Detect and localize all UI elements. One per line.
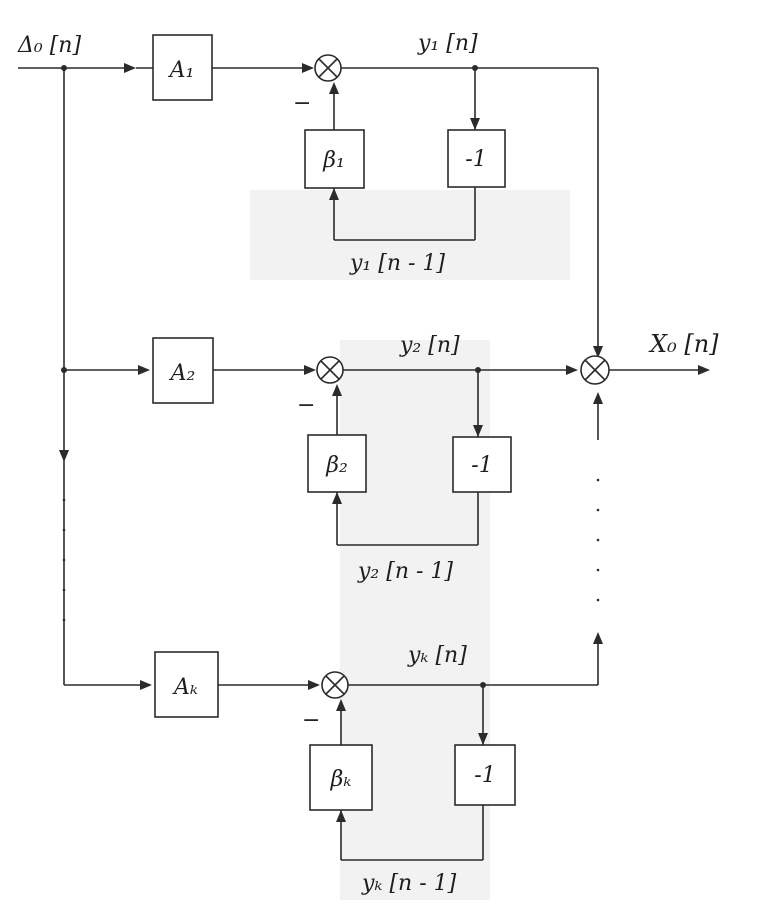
output-ellipsis: [596, 478, 600, 602]
signal-output: X₀ [n]: [648, 330, 719, 358]
shade-region-2: [340, 340, 490, 900]
y2-output-arrow: [566, 365, 578, 375]
signal-y2: y₂ [n]: [399, 333, 460, 358]
bus-arrow: [59, 450, 69, 462]
delay-block-1-label: -1: [465, 147, 486, 172]
block-b1-label: β₁: [322, 148, 345, 173]
minus-sign-k: −: [302, 708, 320, 733]
signal-input: Δ₀ [n]: [17, 33, 81, 58]
a2-in-arrow: [138, 365, 150, 375]
block-ak-label: Aₖ: [172, 675, 198, 700]
block-b2-label: β₂: [325, 453, 348, 478]
output-summer: [580, 355, 610, 385]
a1-arrow: [302, 63, 314, 73]
feedback1-arrow: [329, 188, 339, 200]
delay-block-1: [447, 129, 506, 188]
block-a2: [152, 337, 214, 404]
ak-in-arrow: [140, 680, 152, 690]
output-up-arrow: [593, 392, 603, 404]
feedbackk-arrow: [336, 810, 346, 822]
b2-arrow: [332, 384, 342, 396]
summer-k: [321, 671, 349, 699]
block-b2: [307, 434, 367, 493]
a2-arrow: [304, 365, 316, 375]
block-b1: [304, 129, 365, 189]
bus-ellipsis: [62, 498, 66, 622]
delay-block-k-label: -1: [474, 763, 495, 788]
block-a2-label: A₂: [169, 361, 196, 386]
block-bk: [309, 744, 373, 811]
signal-y1: y₁ [n]: [417, 31, 478, 56]
block-a1-label: A₁: [168, 58, 195, 83]
signal-y2-prev: y₂ [n - 1]: [357, 559, 453, 584]
block-a1: [152, 34, 213, 101]
block-bk-label: βₖ: [330, 767, 352, 792]
delay-block-2-label: -1: [471, 453, 492, 478]
signal-yk: yₖ [n]: [407, 643, 467, 668]
ak-arrow: [308, 680, 320, 690]
b1-arrow: [329, 82, 339, 94]
minus-sign-2: −: [297, 393, 315, 418]
shade-region-1: [250, 190, 570, 280]
minus-sign-1: −: [293, 91, 311, 116]
signal-yk-prev: yₖ [n - 1]: [361, 871, 457, 896]
y1-output-arrow: [593, 346, 603, 358]
feedback2-arrow: [332, 492, 342, 504]
delay-block-k: [454, 744, 516, 806]
signal-y1-prev: y₁ [n - 1]: [349, 251, 445, 276]
summer-1: [314, 54, 342, 82]
block-ak: [154, 651, 219, 718]
y1-down-arrow: [470, 118, 480, 130]
y2-down-arrow: [473, 425, 483, 437]
yk-up-arrow: [593, 632, 603, 644]
delay-block-2: [452, 436, 512, 493]
input-arrow: [124, 63, 136, 73]
summer-2: [316, 356, 344, 384]
yk-down-arrow: [478, 733, 488, 745]
output-arrow: [698, 365, 710, 375]
bk-arrow: [336, 699, 346, 711]
